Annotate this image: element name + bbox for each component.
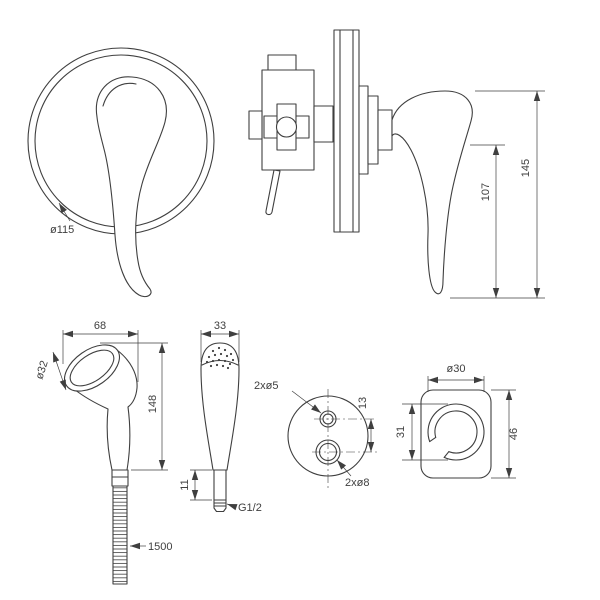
spray-collar xyxy=(213,469,227,501)
dim-small-holes: 2xø5 xyxy=(254,380,278,392)
spray-head-profile xyxy=(200,342,240,471)
valve-body xyxy=(248,54,334,216)
dim-total-height: 145 xyxy=(520,159,532,177)
bracket-body xyxy=(420,389,492,479)
hand-spray-front-view: 68 ø32 148 1500 xyxy=(34,320,173,585)
mixer-front-view: ø115 xyxy=(27,47,215,298)
holder-ring-outer xyxy=(427,403,485,461)
escutcheon-side xyxy=(358,85,393,175)
dim-outer-height: 46 xyxy=(508,428,520,440)
holder-ring-inner xyxy=(434,410,478,454)
spray-hose xyxy=(112,485,128,585)
spray-nozzle-dots xyxy=(205,346,235,370)
spray-face-inner xyxy=(69,349,115,387)
spray-face-seam xyxy=(201,359,239,366)
wall-plate xyxy=(333,29,360,233)
dim-head-width: 33 xyxy=(214,320,226,332)
mixer-handle-side xyxy=(391,90,473,295)
bracket-hole-dimensions: 13 2xø5 2xø8 xyxy=(254,380,375,489)
dim-collar-height: 11 xyxy=(179,479,191,490)
flush-lever xyxy=(265,169,281,216)
mixer-handle-front xyxy=(95,76,167,298)
dim-large-holes: 2xø8 xyxy=(345,477,369,489)
spray-head-side-view: 33 11 G1/2 xyxy=(179,320,262,514)
dim-handle-height: 107 xyxy=(480,183,492,201)
mixer-side-view: 107 145 xyxy=(248,29,545,299)
cartridge-circle xyxy=(275,116,298,138)
dim-plate-diameter: ø115 xyxy=(50,224,74,236)
dim-hole-spacing: 13 xyxy=(357,397,369,409)
spray-front-dimensions: 68 ø32 148 1500 xyxy=(34,320,173,553)
spray-side-dimensions: 33 11 G1/2 xyxy=(179,320,262,514)
bracket-side-view: ø30 31 46 xyxy=(395,363,520,479)
dim-thread: G1/2 xyxy=(238,502,262,514)
hose-connector xyxy=(111,469,129,487)
dim-head-diameter: ø32 xyxy=(34,359,51,381)
bracket-hole-detail-view: 13 2xø5 2xø8 xyxy=(254,380,377,489)
dim-head-length: 68 xyxy=(94,320,106,332)
mixer-side-dimensions: 107 145 xyxy=(450,90,545,299)
dim-bracket-diameter: ø30 xyxy=(447,363,466,375)
dim-body-height: 148 xyxy=(147,395,159,413)
bracket-side-dimensions: ø30 31 46 xyxy=(395,363,520,479)
mixer-front-dimensions: ø115 xyxy=(50,202,74,236)
handle-cap-contour xyxy=(102,82,137,107)
dim-inner-height: 31 xyxy=(395,426,407,438)
spray-face-outer xyxy=(64,344,120,392)
dim-hose-length: 1500 xyxy=(148,541,172,553)
